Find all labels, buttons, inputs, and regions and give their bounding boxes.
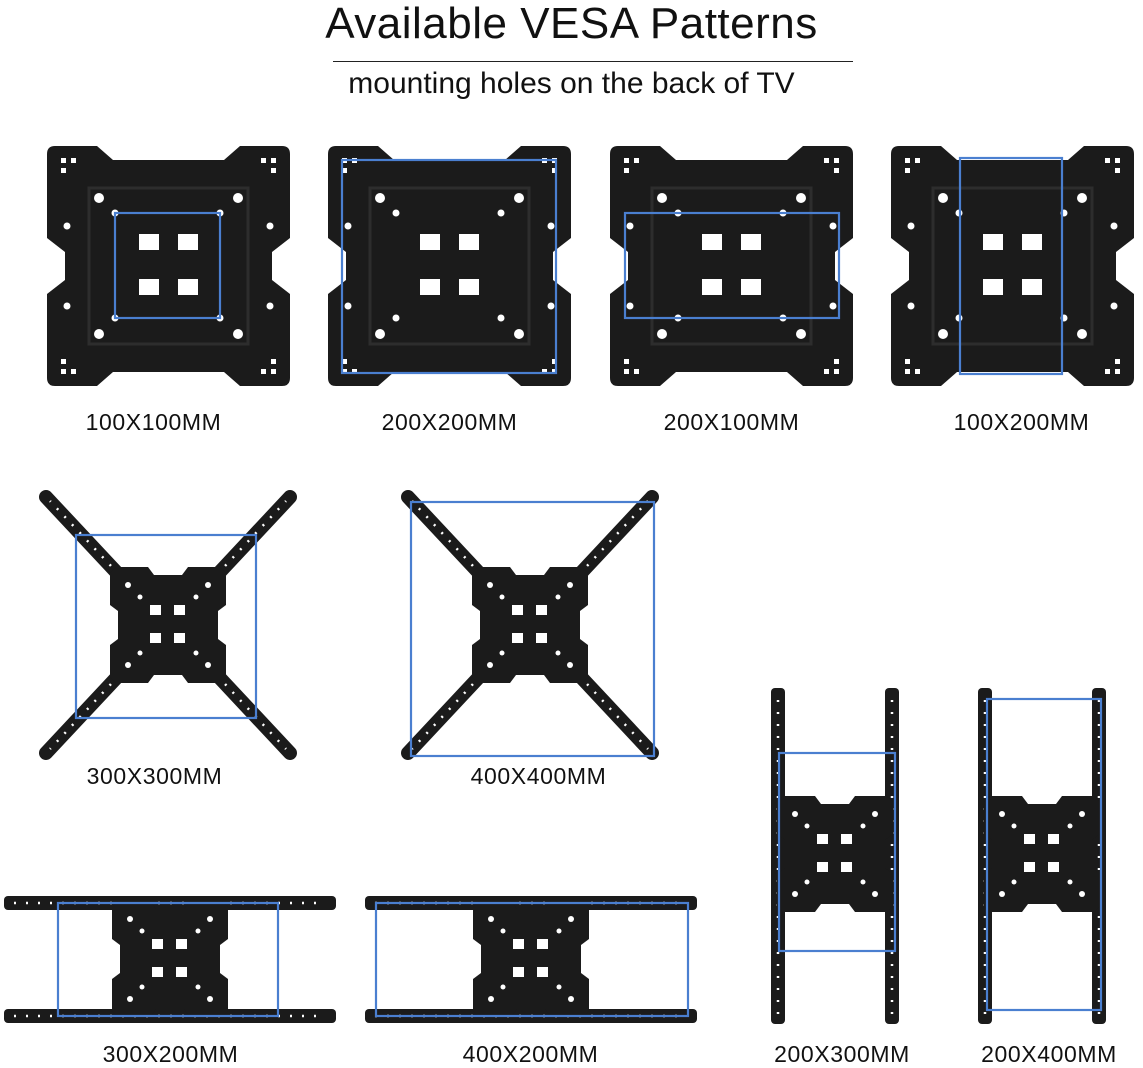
mount-plate-illustration — [328, 146, 571, 386]
vesa-outline — [777, 751, 897, 953]
vesa-outline — [113, 211, 222, 320]
vesa-outline — [374, 901, 690, 1018]
title-divider — [333, 61, 853, 62]
vesa-figure-200x300 — [765, 686, 910, 1026]
pattern-label: 200X200MM — [381, 409, 518, 435]
vesa-figure-300x300 — [38, 490, 298, 760]
mount-rails-illustration — [365, 896, 697, 1023]
mount-rails-illustration — [4, 896, 336, 1023]
pattern-label: 200X100MM — [663, 409, 800, 435]
vesa-outline — [74, 533, 258, 720]
pattern-label: 400X400MM — [470, 763, 607, 789]
vesa-outline — [340, 158, 558, 375]
vesa-figure-400x400 — [400, 490, 660, 760]
mount-rails-illustration — [978, 688, 1106, 1024]
mount-rails-illustration — [771, 688, 899, 1024]
vesa-figure-100x100 — [47, 146, 290, 386]
vesa-outline — [409, 500, 656, 758]
pattern-label: 100X100MM — [85, 409, 222, 435]
pattern-label: 200X300MM — [774, 1041, 910, 1067]
mount-arms-illustration — [39, 490, 297, 760]
page-title: Available VESA Patterns — [325, 0, 818, 48]
pattern-label: 400X200MM — [462, 1041, 599, 1067]
pattern-label: 200X400MM — [981, 1041, 1117, 1067]
pattern-label: 300X200MM — [102, 1041, 239, 1067]
vesa-figure-300x200 — [2, 886, 338, 1031]
pattern-label: 300X300MM — [86, 763, 223, 789]
vesa-figure-200x100 — [610, 146, 853, 386]
vesa-outline — [985, 697, 1103, 1012]
vesa-figure-200x400 — [972, 686, 1117, 1026]
pattern-label: 100X200MM — [953, 409, 1090, 435]
mount-plate-illustration — [610, 146, 853, 386]
vesa-outline — [623, 211, 841, 320]
mount-plate-illustration — [891, 146, 1134, 386]
mount-plate-illustration — [47, 146, 290, 386]
page-subtitle: mounting holes on the back of TV — [348, 67, 795, 100]
vesa-figure-100x200 — [891, 146, 1134, 386]
vesa-outline — [958, 156, 1064, 376]
mount-arms-illustration — [401, 490, 659, 760]
vesa-figure-200x200 — [328, 146, 571, 386]
vesa-outline — [56, 901, 280, 1018]
vesa-figure-400x200 — [363, 886, 699, 1031]
